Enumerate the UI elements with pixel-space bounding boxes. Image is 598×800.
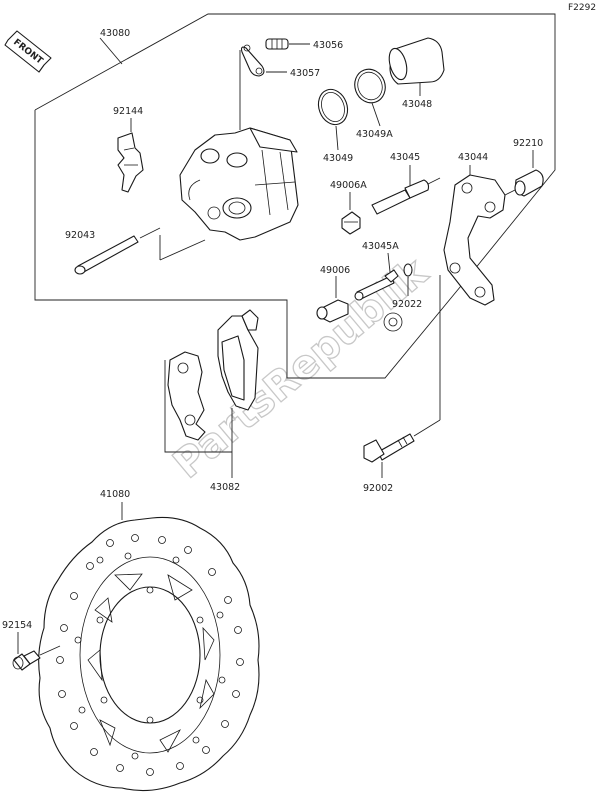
label-41080: 41080 <box>100 489 130 500</box>
label-43082: 43082 <box>210 482 240 493</box>
slide-pin-43045A <box>354 252 399 301</box>
label-92210: 92210 <box>513 138 543 149</box>
figure-code: F2292 <box>568 3 596 13</box>
caliper-body <box>179 127 299 241</box>
mounting-bolt-92002 <box>363 275 441 478</box>
disc-bolt-92154 <box>12 632 61 671</box>
label-43049A: 43049A <box>356 129 393 140</box>
pad-spring-92144 <box>117 118 144 193</box>
label-92043: 92043 <box>65 230 95 241</box>
label-49006A: 49006A <box>330 180 367 191</box>
label-43056: 43056 <box>313 40 343 51</box>
pad-pin-92043 <box>74 227 161 275</box>
caliper-assembly-bracket <box>34 13 556 379</box>
bleeder-valve-43056 <box>265 38 310 50</box>
label-43044: 43044 <box>458 152 488 163</box>
retaining-ring-92022 <box>403 263 413 296</box>
label-43045A: 43045A <box>362 241 399 252</box>
gear-icon <box>383 312 403 332</box>
piston-seal-43049A <box>354 68 386 127</box>
caliper-piston-43048 <box>388 37 445 96</box>
label-92154: 92154 <box>2 620 32 631</box>
brake-pad-rear-43082 <box>167 351 206 441</box>
label-92144: 92144 <box>113 106 143 117</box>
bleeder-cap-43057 <box>240 44 287 77</box>
dust-seal-43049 <box>317 88 349 151</box>
label-92022: 92022 <box>392 299 422 310</box>
caliper-holder-43044 <box>443 165 506 306</box>
label-92002: 92002 <box>363 483 393 494</box>
label-43049: 43049 <box>323 153 353 164</box>
brake-disc-41080 <box>38 502 260 792</box>
label-43057: 43057 <box>290 68 320 79</box>
collar-92210 <box>504 150 544 197</box>
brake-pad-front-43082 <box>217 309 259 411</box>
label-43080: 43080 <box>100 28 130 39</box>
label-43048: 43048 <box>402 99 432 110</box>
pin-boot-49006A <box>341 192 361 235</box>
pads-bracket <box>164 360 232 453</box>
label-49006: 49006 <box>320 265 350 276</box>
front-direction-badge: FRONT <box>4 30 52 73</box>
slide-pin-43045 <box>371 165 441 215</box>
pin-boot-49006 <box>316 276 349 323</box>
label-43045: 43045 <box>390 152 420 163</box>
